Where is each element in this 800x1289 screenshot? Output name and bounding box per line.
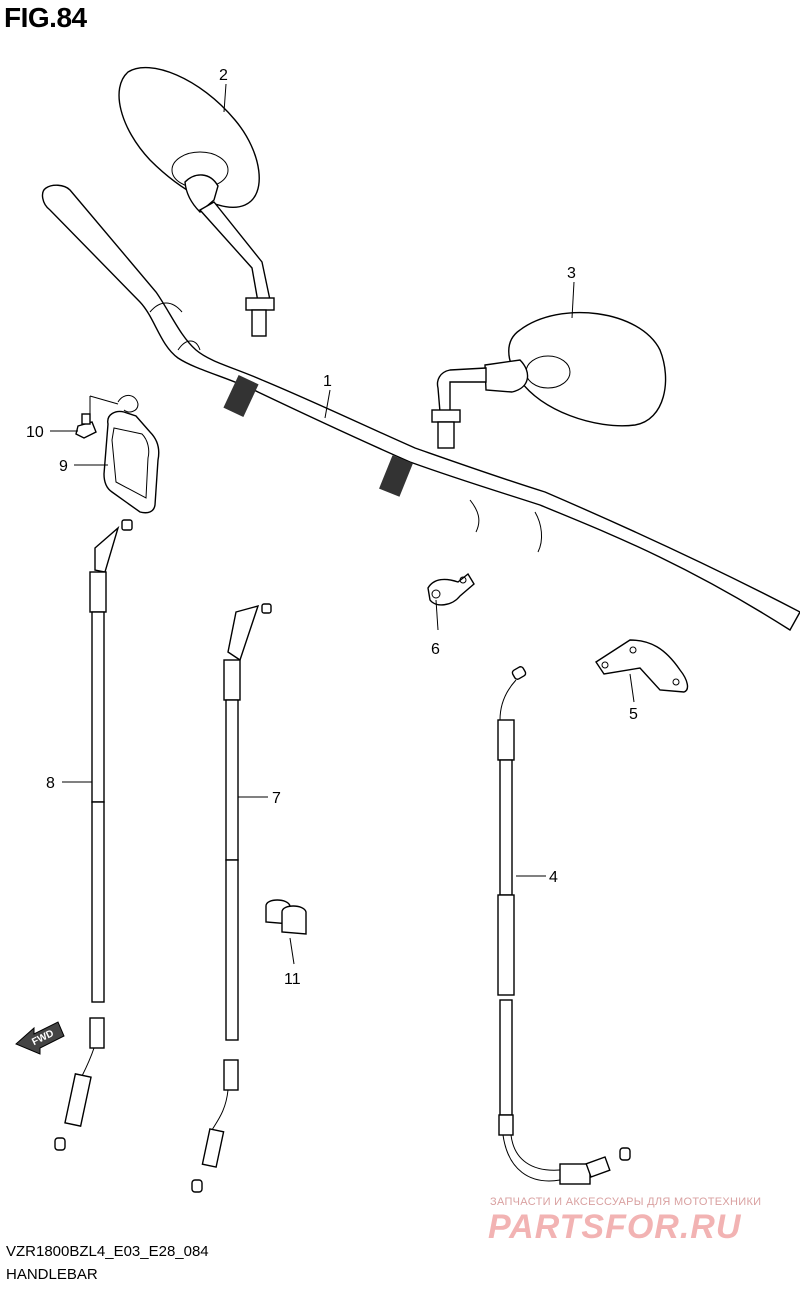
bolt-part[interactable] xyxy=(75,413,97,439)
callouts: 1 2 3 4 5 6 7 8 9 10 11 xyxy=(26,67,638,988)
cover-plate-part[interactable] xyxy=(103,395,160,514)
watermark-logo: PARTSFOR.RU xyxy=(488,1208,742,1246)
right-mirror-part[interactable] xyxy=(431,311,667,449)
callout-4: 4 xyxy=(549,869,558,886)
watermark-tagline: ЗАПЧАСТИ И АКСЕССУАРЫ ДЛЯ МОТОТЕХНИКИ xyxy=(490,1196,762,1208)
callout-10: 10 xyxy=(26,424,44,441)
callout-7: 7 xyxy=(272,790,281,807)
fwd-arrow-icon: FWD xyxy=(15,1021,65,1055)
callout-9: 9 xyxy=(59,458,68,475)
clip-part[interactable] xyxy=(265,899,307,935)
cable-7-part[interactable] xyxy=(191,603,272,1193)
callout-8: 8 xyxy=(46,775,55,792)
callout-1: 1 xyxy=(323,373,332,390)
callout-6: 6 xyxy=(431,641,440,658)
clamp-part[interactable] xyxy=(427,572,475,606)
handlebar-part[interactable] xyxy=(41,184,800,631)
cable-4-part[interactable] xyxy=(497,666,631,1185)
figure-title: FIG.84 xyxy=(4,2,87,33)
cable-8-part[interactable] xyxy=(54,519,133,1151)
leader-lines xyxy=(50,83,635,965)
bracket-part[interactable] xyxy=(595,639,689,693)
model-code: VZR1800BZL4_E03_E28_084 xyxy=(6,1243,209,1260)
callout-5: 5 xyxy=(629,706,638,723)
left-mirror-part[interactable] xyxy=(118,66,275,337)
callout-11: 11 xyxy=(284,971,301,988)
callout-2: 2 xyxy=(219,67,228,84)
section-name: HANDLEBAR xyxy=(6,1266,98,1283)
callout-3: 3 xyxy=(567,265,576,282)
